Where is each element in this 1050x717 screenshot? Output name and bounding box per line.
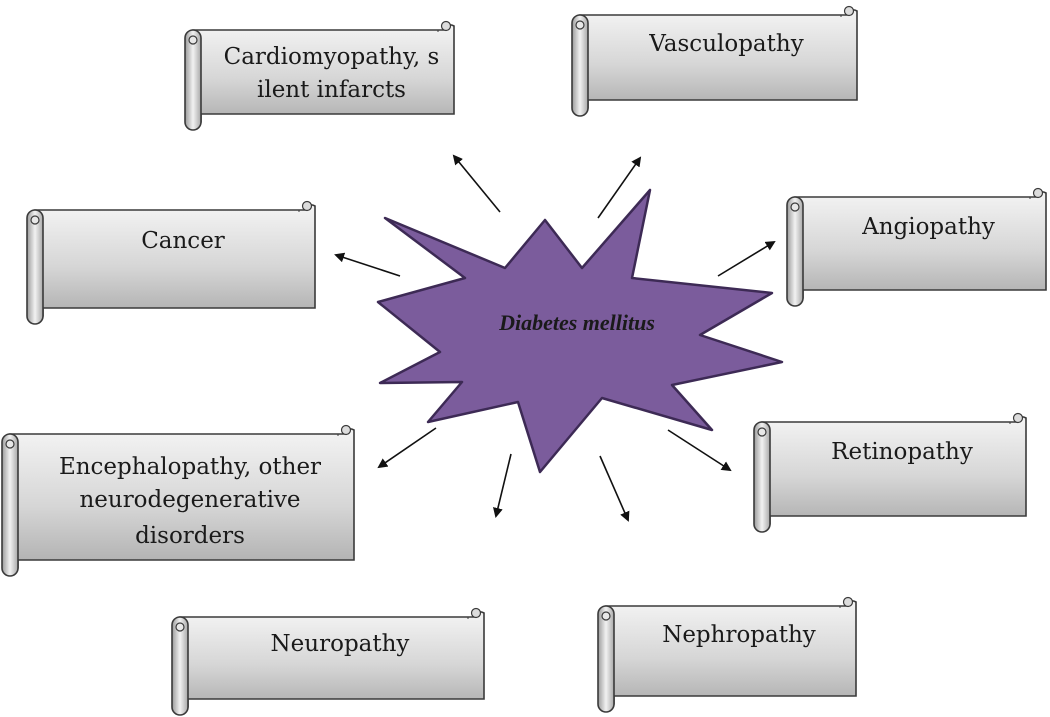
scroll-label-nephropathy-line-1: Nephropathy [662,622,816,648]
diabetes-starburst: Diabetes mellitus [376,188,784,474]
arrow-5 [377,427,437,469]
arrows-group [334,154,776,522]
arrow-8 [667,429,732,472]
scroll-neuropathy: Neuropathy [171,607,485,716]
scrolls-group: Cardiomyopathy, s ilent infarcts Vasculopa… [1,5,1047,716]
scroll-angiopathy: Angiopathy [786,187,1047,307]
diabetes-label: Diabetes mellitus [498,310,655,335]
scroll-vasculopathy: Vasculopathy [571,5,858,117]
arrow-1 [452,154,501,213]
arrow-3 [334,252,401,277]
scroll-label-cardiomyopathy-line-2: ilent infarcts [257,77,406,103]
arrow-4 [717,240,776,277]
arrow-7 [599,455,630,522]
scroll-label-cardiomyopathy-line-1: Cardiomyopathy, s [224,44,440,70]
scroll-label-cancer-line-1: Cancer [141,228,225,254]
scroll-label-angiopathy-line-1: Angiopathy [861,214,995,240]
scroll-nephropathy: Nephropathy [597,596,857,713]
scroll-label-encephalopathy-line-3: disorders [135,523,245,549]
scroll-label-retinopathy-line-1: Retinopathy [831,439,973,465]
scroll-label-encephalopathy-line-2: neurodegenerative [79,487,300,513]
scroll-label-neuropathy-line-1: Neuropathy [271,631,410,657]
arrow-2 [597,156,642,219]
scroll-label-encephalopathy-line-1: Encephalopathy, other [59,454,321,480]
scroll-cancer: Cancer [26,200,316,325]
arrow-6 [493,453,512,518]
scroll-retinopathy: Retinopathy [753,412,1027,533]
scroll-label-vasculopathy-line-1: Vasculopathy [648,31,803,57]
scroll-encephalopathy: Encephalopathy, other neurodegenerative di… [1,424,355,577]
scroll-cardiomyopathy: Cardiomyopathy, s ilent infarcts [184,20,455,131]
